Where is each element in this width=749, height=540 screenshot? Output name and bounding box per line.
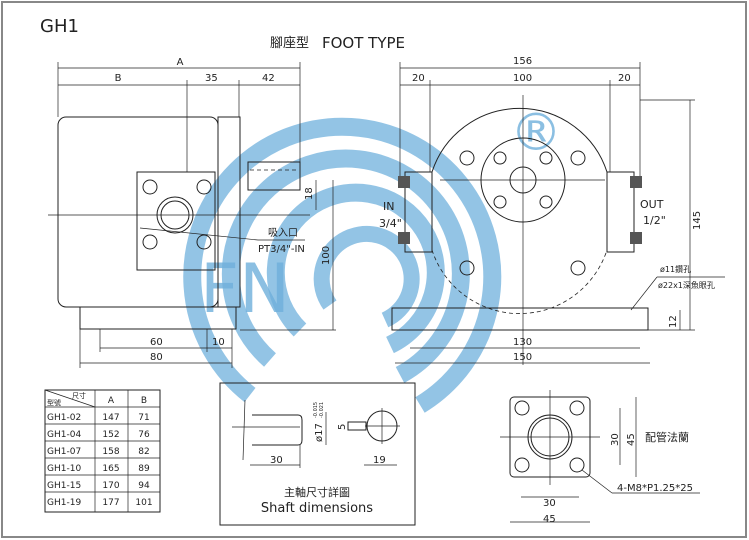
shaft-caption-cn: 主軸尺寸詳圖 (284, 485, 350, 499)
dim-145: 145 (692, 211, 703, 230)
cell-b: 76 (138, 430, 150, 440)
dim-100-top: 100 (513, 73, 532, 84)
title-en: FOOT TYPE (322, 34, 405, 52)
dimension-table: 尺寸 型號 A B GH1-02 147 71 GH1-04 152 76 GH1-07… (44, 389, 161, 513)
shaft-detail: -0.015 -0.021 ø17 5 30 19 主軸尺寸詳圖 Shaft d… (219, 382, 416, 526)
dim-35: 35 (205, 73, 218, 84)
flange-dim-45-v: 45 (626, 433, 637, 446)
cell-a: 152 (102, 430, 119, 440)
logo-letters: FN (200, 250, 290, 329)
flange-dim-30-h: 30 (543, 498, 556, 509)
cell-b: 94 (138, 481, 150, 491)
shaft-length: 30 (270, 455, 283, 466)
cell-model: GH1-10 (47, 464, 81, 474)
cell-model: GH1-07 (47, 447, 81, 457)
cell-model: GH1-02 (47, 413, 81, 423)
cell-b: 71 (138, 413, 149, 423)
cell-model: GH1-04 (47, 430, 81, 440)
out-size: 1/2" (643, 214, 666, 227)
cell-a: 165 (102, 464, 119, 474)
shaft-diameter: ø17 (314, 423, 325, 442)
dim-A: A (177, 57, 184, 68)
dim-20-right: 20 (618, 73, 631, 84)
corner-top: 尺寸 (72, 391, 86, 400)
hole-note-2: ø22x1深魚眼孔 (658, 280, 715, 290)
cell-a: 170 (102, 481, 119, 491)
registered-mark: ® (510, 103, 562, 163)
table-rows: GH1-02 147 71 GH1-04 152 76 GH1-07 158 82 GH1-… (47, 413, 153, 508)
dim-156: 156 (513, 56, 532, 67)
dim-18: 18 (304, 187, 315, 200)
cell-a: 177 (102, 498, 119, 508)
shaft-height: 19 (373, 455, 386, 466)
cell-model: GH1-15 (47, 481, 81, 491)
dim-20-left: 20 (412, 73, 425, 84)
dim-60: 60 (150, 337, 163, 348)
dim-42: 42 (262, 73, 275, 84)
flange-detail: 30 45 30 45 配管法蘭 4-M8*P1.25*25 (500, 390, 700, 525)
inlet-label: PT3/4"-IN (258, 244, 305, 255)
shaft-key: 5 (337, 424, 348, 430)
header-B: B (141, 396, 147, 406)
dim-100: 100 (321, 246, 332, 265)
shaft-tol-bottom: -0.021 (319, 402, 325, 418)
dim-12: 12 (668, 315, 679, 328)
title-cn: 腳座型 (270, 36, 309, 51)
cell-b: 82 (138, 447, 149, 457)
dim-10: 10 (212, 337, 225, 348)
corner-bottom: 型號 (47, 398, 61, 407)
out-label: OUT (640, 198, 664, 211)
cell-b: 89 (138, 464, 150, 474)
header-A: A (108, 396, 115, 406)
dim-B: B (115, 73, 122, 84)
dim-80: 80 (150, 352, 163, 363)
shaft-caption-en: Shaft dimensions (261, 501, 373, 516)
front-view: 20 100 20 156 130 150 145 12 IN 3/4" OUT… (379, 56, 725, 365)
cell-model: GH1-19 (47, 498, 81, 508)
flange-dim-30-v: 30 (610, 433, 621, 446)
cell-a: 158 (102, 447, 119, 457)
side-view: A B 35 42 60 10 80 18 100 吸入口 PT3/4"-IN (48, 57, 336, 368)
bolt-spec: 4-M8*P1.25*25 (617, 483, 693, 494)
cell-b: 101 (135, 498, 152, 508)
shaft-tol-top: -0.015 (313, 402, 319, 418)
flange-dim-45-h: 45 (543, 514, 556, 525)
in-label: IN (383, 200, 394, 213)
in-size: 3/4" (379, 217, 402, 230)
flange-label-cn: 配管法蘭 (645, 430, 689, 444)
hole-note-1: ø11鑽孔 (660, 264, 691, 274)
model-label: GH1 (40, 16, 79, 37)
fn-logo: FN ® (183, 103, 562, 413)
cell-a: 147 (102, 413, 119, 423)
inlet-label-cn: 吸入口 (268, 228, 298, 239)
dim-130: 130 (513, 337, 532, 348)
dim-150: 150 (513, 352, 532, 363)
